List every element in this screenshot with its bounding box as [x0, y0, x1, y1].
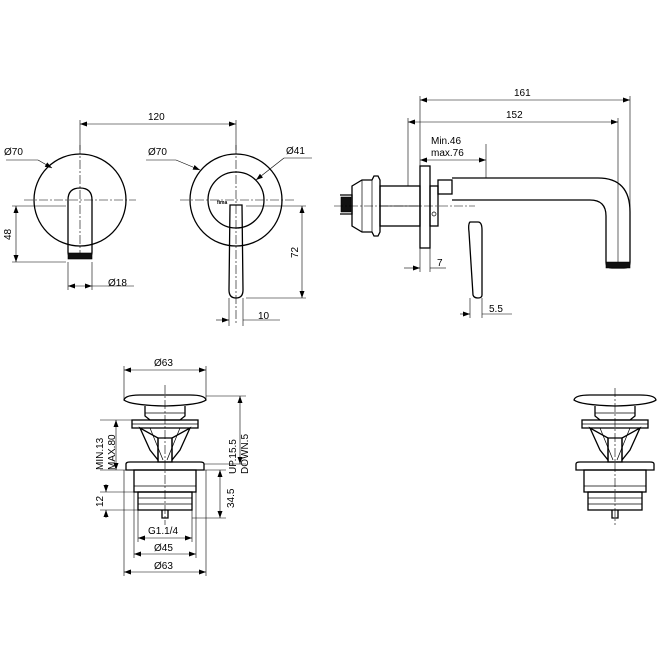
- spout-collar: [437, 179, 453, 195]
- label-w10: 10: [258, 311, 270, 322]
- label-d45: Ø45: [154, 543, 173, 554]
- waste2-thread: [587, 491, 643, 511]
- waste2-fin-left: [588, 426, 609, 462]
- knob-front-view: Ø70 48 Ø18: [3, 145, 136, 290]
- label-d70-left: Ø70: [4, 147, 23, 158]
- waste2-rib: [599, 427, 614, 461]
- leader-d41: [255, 157, 285, 181]
- label-w161: 161: [514, 88, 531, 99]
- spacing-dim-120: 120: [79, 112, 237, 150]
- label-d63-bottom: Ø63: [154, 561, 173, 572]
- label-h34-5: 34.5: [226, 488, 237, 508]
- knob-dark-tip: [67, 252, 93, 260]
- label-d70-right: Ø70: [148, 147, 167, 158]
- label-min46: Min.46: [431, 136, 461, 147]
- spider-fin-right: [171, 426, 192, 462]
- waste2-pin: [611, 510, 619, 519]
- waste2-flange-lower: [575, 461, 655, 471]
- spider-rib-2: [166, 427, 181, 461]
- label-h48: 48: [3, 228, 14, 240]
- spout-aerator: [605, 261, 631, 269]
- label-w120: 120: [148, 112, 165, 123]
- wall-plate: [419, 165, 431, 249]
- waste2-fin-right: [621, 426, 642, 462]
- label-h72: 72: [290, 246, 301, 258]
- spout: [452, 177, 631, 269]
- label-d18: Ø18: [108, 278, 127, 289]
- waste2-rib-2: [616, 427, 631, 461]
- waste-pin: [161, 510, 169, 519]
- label-min13: MIN.13: [95, 437, 106, 470]
- label-w5-5: 5.5: [489, 304, 503, 315]
- leader-d70-right: [175, 159, 201, 171]
- leader-d70-left: [37, 159, 53, 169]
- waste-valve-plain: [573, 388, 657, 525]
- spider-rib: [149, 427, 164, 461]
- label-up15-5: UP.15.5: [228, 439, 239, 474]
- label-w7: 7: [437, 258, 443, 269]
- rear-thread-dark: [340, 196, 352, 213]
- label-w152: 152: [506, 110, 523, 121]
- lever-side: [468, 221, 483, 299]
- mixer-front-view: fima Ø70 Ø41 72 10: [146, 145, 312, 326]
- label-max76: max.76: [431, 148, 464, 159]
- label-d41: Ø41: [286, 146, 305, 157]
- spider-fin-left: [138, 426, 159, 462]
- waste2-cap: [573, 394, 657, 407]
- mixer-lever: [228, 204, 244, 299]
- plate-spacer: [429, 185, 439, 227]
- label-d63-top: Ø63: [154, 358, 173, 369]
- label-g114: G1.1/4: [148, 526, 178, 537]
- label-down5: DOWN.5: [240, 434, 251, 474]
- screw: [431, 211, 437, 217]
- waste-thread: [137, 491, 193, 511]
- label-max80: MAX.80: [107, 434, 118, 470]
- side-view: 161 152 Min.46 max.76 7 5.5: [334, 88, 631, 318]
- brand-logo: fima: [217, 200, 228, 206]
- waste-valve-dimensioned: Ø63 MIN.13 MAX.80 UP.15.5 DOWN.5 34.5 12…: [95, 358, 251, 576]
- label-h12: 12: [95, 495, 106, 507]
